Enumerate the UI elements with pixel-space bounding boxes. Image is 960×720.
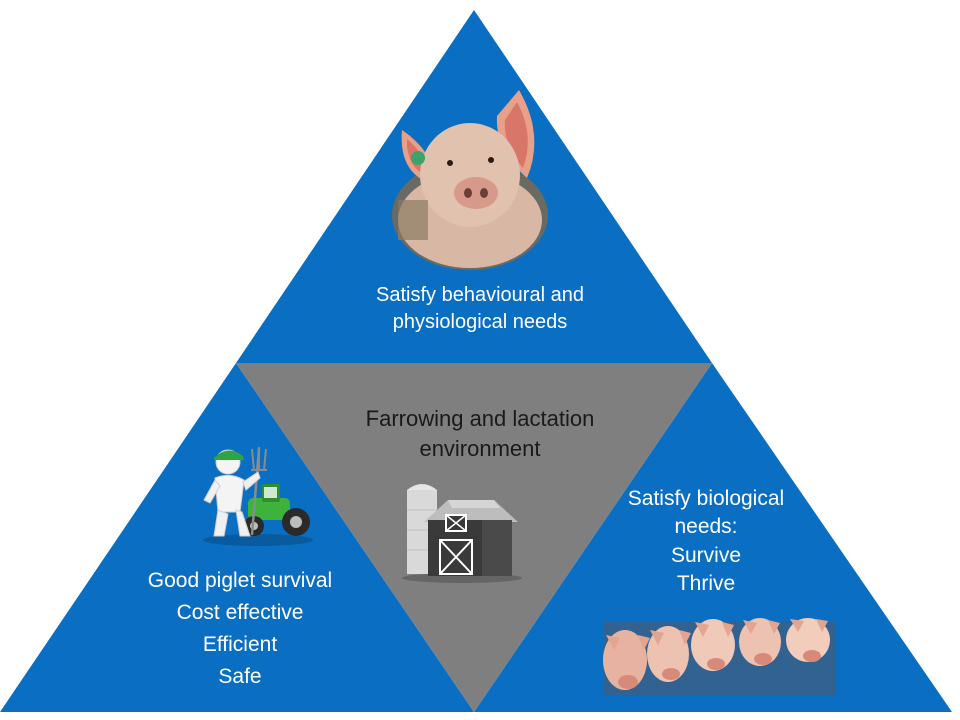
left-text-line-3: Efficient — [202, 632, 278, 656]
right-text-line-4: Thrive — [676, 572, 736, 596]
left-triangle — [0, 363, 474, 712]
piglets-photo — [603, 618, 836, 696]
barn-icon — [402, 484, 522, 583]
right-text-line-2: needs: — [674, 515, 738, 539]
right-text-line-1: Satisfy biological — [627, 487, 785, 510]
center-text-line-1: Farrowing and lactation — [365, 406, 595, 431]
left-text-line-1: Good piglet survival — [147, 569, 333, 592]
left-text-line-2: Cost effective — [176, 600, 304, 624]
farmer-tractor-icon — [203, 447, 313, 546]
top-text-line-2: physiological needs — [392, 311, 568, 333]
center-text-line-2: environment — [419, 435, 541, 461]
left-text-line-4: Safe — [218, 664, 262, 688]
right-text-line-3: Survive — [670, 543, 742, 567]
pig-photo — [392, 90, 548, 270]
right-section-text: Satisfy biological needs: Survive Thrive — [596, 485, 816, 598]
center-section-text: Farrowing and lactation environment — [300, 404, 660, 463]
top-text-line-1: Satisfy behavioural and — [376, 284, 584, 306]
top-section-text: Satisfy behavioural and physiological ne… — [330, 282, 630, 336]
left-section-text: Good piglet survival Cost effective Effi… — [100, 565, 380, 693]
right-triangle — [474, 363, 952, 712]
